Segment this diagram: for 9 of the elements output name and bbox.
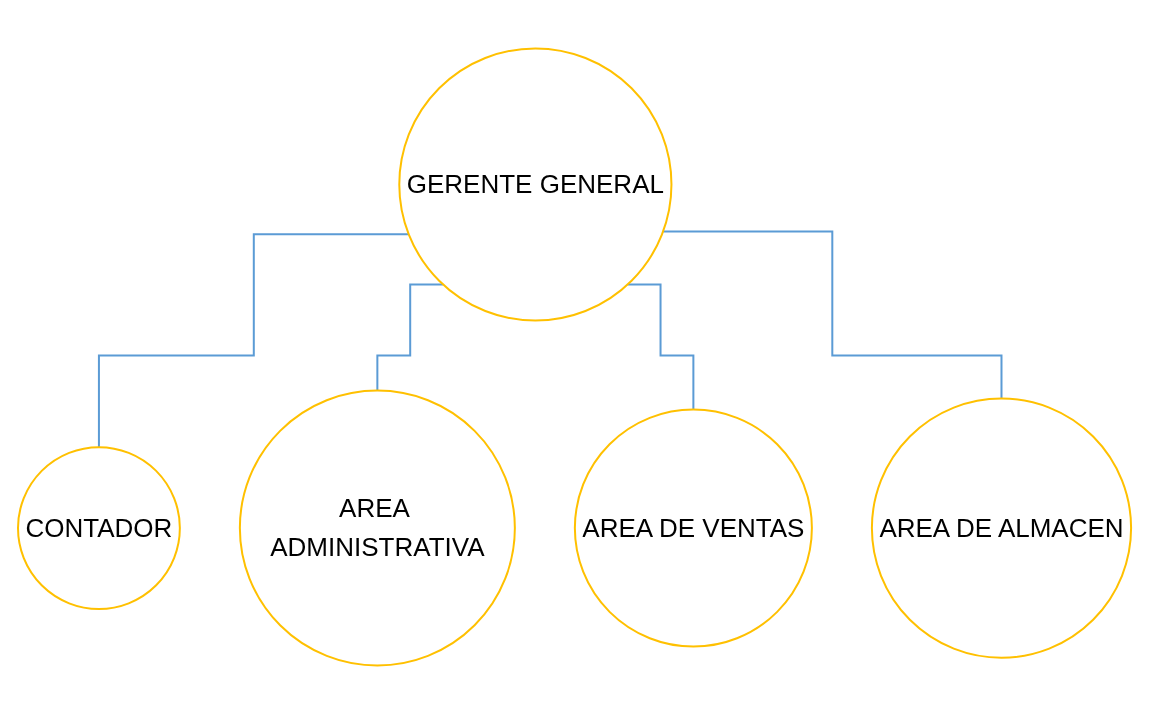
node-circle: GERENTE GENERAL bbox=[398, 46, 673, 322]
connector bbox=[662, 229, 1003, 399]
node-circle: AREA ADMINISTRATIVA bbox=[238, 389, 516, 667]
connector bbox=[626, 282, 695, 411]
connector bbox=[97, 232, 410, 448]
connector bbox=[376, 282, 444, 392]
node-circle: AREA DE VENTAS bbox=[573, 408, 813, 648]
node-circle: AREA DE ALMACEN bbox=[870, 397, 1133, 659]
node-circle: CONTADOR bbox=[16, 445, 181, 610]
